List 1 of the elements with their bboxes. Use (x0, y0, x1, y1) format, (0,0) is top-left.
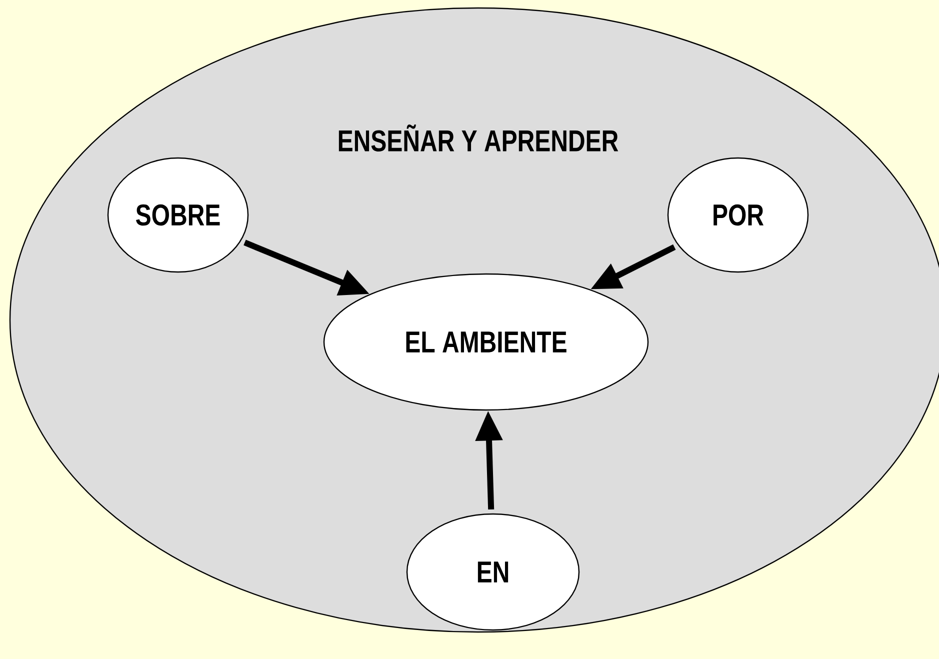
heading-text: ENSEÑAR Y APRENDER (338, 124, 618, 152)
